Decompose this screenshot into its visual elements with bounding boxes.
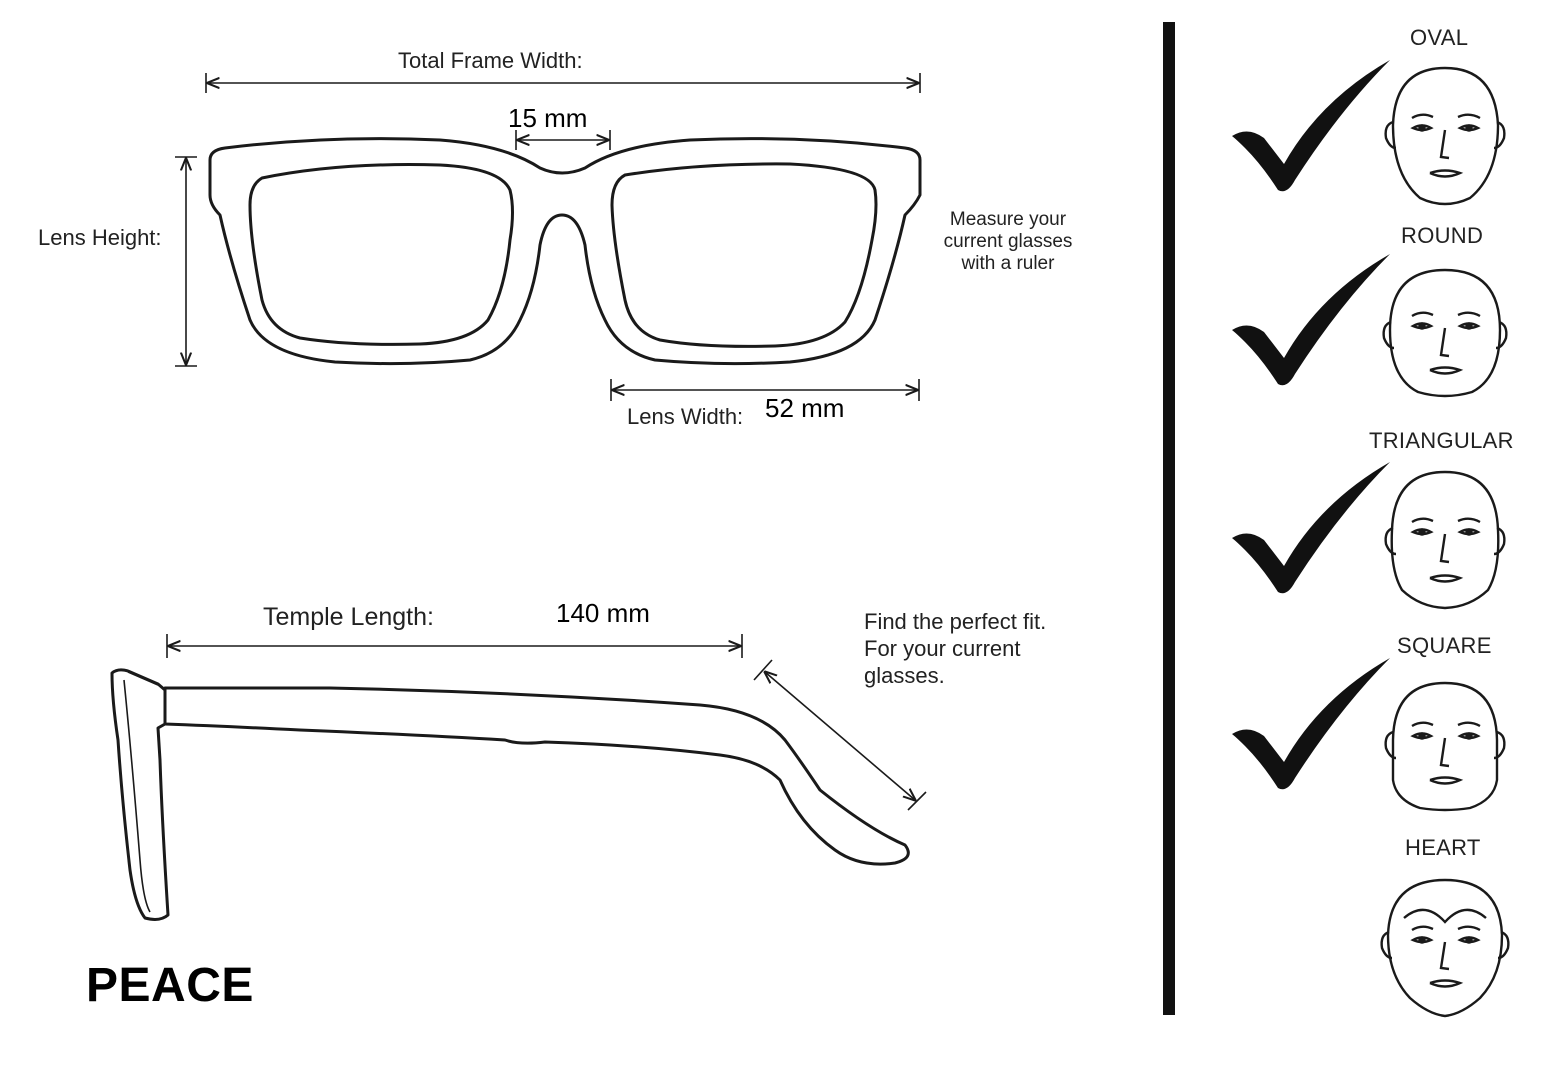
lens-width-dimension bbox=[610, 379, 920, 401]
check-icon-triangular bbox=[1232, 462, 1390, 594]
measure-note: Measure your current glasses with a rule… bbox=[943, 209, 1073, 274]
check-icon-square bbox=[1232, 658, 1390, 790]
glasses-front-view bbox=[208, 137, 922, 366]
bridge-dimension bbox=[515, 130, 611, 150]
face-label-triangular: TRIANGULAR bbox=[1369, 428, 1514, 453]
glasses-side-view bbox=[110, 668, 910, 921]
temple-length-label: Temple Length: bbox=[263, 603, 434, 631]
face-label-square: SQUARE bbox=[1397, 633, 1492, 658]
check-icon-oval bbox=[1232, 60, 1390, 192]
square-face-icon bbox=[1384, 681, 1506, 812]
lens-width-value: 52 mm bbox=[765, 393, 845, 423]
face-label-heart: HEART bbox=[1405, 835, 1481, 860]
temple-length-value: 140 mm bbox=[556, 598, 650, 628]
hinge-front bbox=[110, 668, 170, 921]
round-face-icon bbox=[1382, 268, 1508, 398]
brand-name: PEACE bbox=[86, 959, 254, 1012]
face-label-round: ROUND bbox=[1401, 223, 1484, 248]
temple-length-dimension bbox=[166, 634, 743, 658]
oval-face-icon bbox=[1384, 66, 1506, 206]
triangular-face-icon bbox=[1384, 470, 1506, 610]
left-lens bbox=[248, 163, 514, 346]
heart-face-icon bbox=[1380, 878, 1510, 1018]
fit-note: Find the perfect fit. For your current g… bbox=[864, 609, 1047, 688]
panel-divider bbox=[1163, 22, 1175, 1015]
lens-height-label: Lens Height: bbox=[38, 225, 162, 250]
right-lens bbox=[610, 162, 878, 348]
tip-diagonal-dimension bbox=[753, 659, 927, 811]
frame-outline bbox=[208, 137, 922, 366]
lens-width-label: Lens Width: bbox=[627, 404, 744, 429]
total-width-dimension bbox=[205, 73, 921, 93]
check-icon-round bbox=[1232, 254, 1390, 386]
total-frame-width-label: Total Frame Width: bbox=[398, 48, 583, 73]
bridge-value: 15 mm bbox=[508, 103, 588, 133]
temple-arm bbox=[163, 686, 910, 866]
face-label-oval: OVAL bbox=[1410, 25, 1469, 50]
lens-height-dimension bbox=[175, 156, 197, 367]
